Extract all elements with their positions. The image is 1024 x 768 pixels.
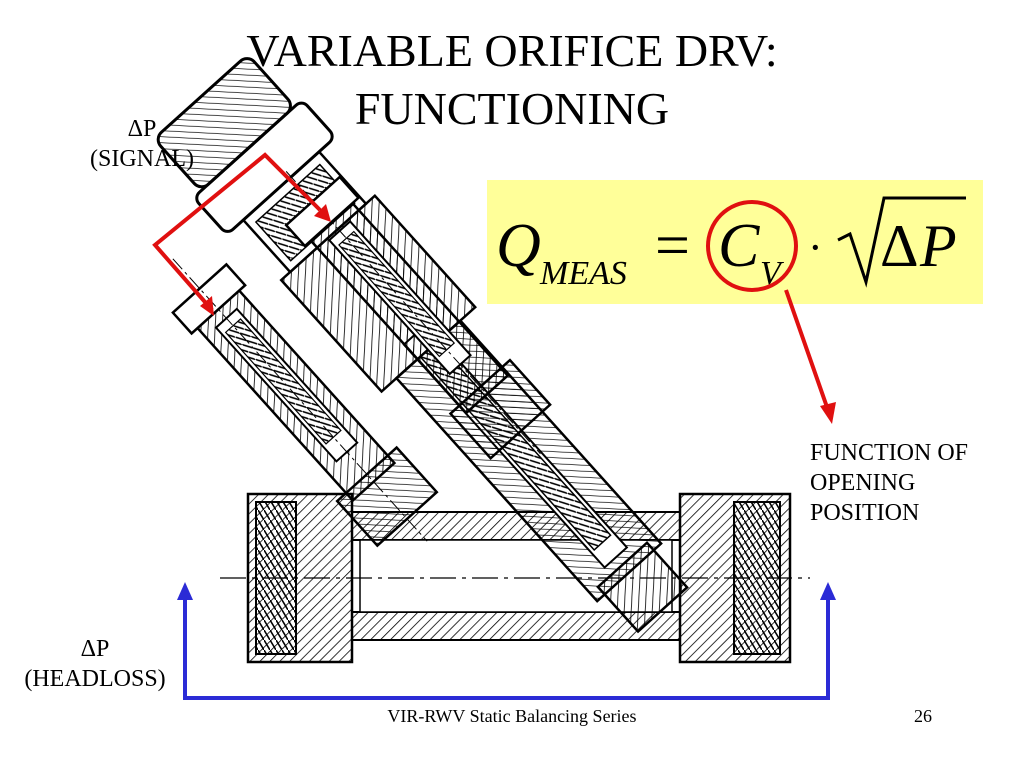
headloss-label-line2: (HEADLOSS) — [24, 666, 166, 692]
slide-footer: VIR-RWV Static Balancing Series — [387, 706, 637, 726]
formula-equals: = — [655, 212, 690, 280]
function-label: FUNCTION OF OPENING POSITION — [810, 438, 1020, 528]
valve-body — [220, 492, 810, 664]
formula-q: Q — [496, 212, 541, 280]
test-port-lower — [171, 258, 439, 548]
headloss-arrowhead-left — [177, 582, 193, 600]
signal-arrow — [152, 152, 322, 312]
signal-arrowhead-lower — [200, 296, 214, 316]
function-label-line1: FUNCTION OF — [810, 440, 969, 466]
formula-q-sub: MEAS — [539, 255, 627, 292]
headloss-label-line1: ΔP — [80, 636, 110, 662]
formula-p: P — [919, 213, 957, 279]
sqrt-sign-icon — [837, 196, 966, 288]
cv-pointer-line — [784, 289, 830, 411]
cv-highlight-circle — [706, 200, 798, 292]
cv-pointer-arrowhead — [820, 402, 836, 424]
formula-c: C — [718, 212, 760, 280]
formula-box — [487, 180, 983, 304]
test-port-upper — [284, 171, 552, 461]
signal-label-line2: (SIGNAL) — [90, 146, 194, 172]
formula-delta: Δ — [880, 213, 919, 279]
headloss-arrow — [183, 598, 830, 700]
formula-dot: · — [808, 223, 823, 272]
headloss-arrowhead-right — [820, 582, 836, 600]
slide-title-line1: VARIABLE ORIFICE DRV: — [246, 25, 778, 76]
signal-label-line1: ΔP — [127, 116, 157, 142]
function-label-line3: POSITION — [810, 500, 920, 526]
slide-title-line2: FUNCTIONING — [354, 83, 670, 134]
function-label-line2: OPENING — [810, 470, 916, 496]
signal-arrowhead-upper — [314, 204, 331, 222]
headloss-label: ΔP (HEADLOSS) — [2, 634, 188, 694]
page-number: 26 — [914, 706, 932, 726]
signal-label: ΔP (SIGNAL) — [62, 114, 222, 174]
